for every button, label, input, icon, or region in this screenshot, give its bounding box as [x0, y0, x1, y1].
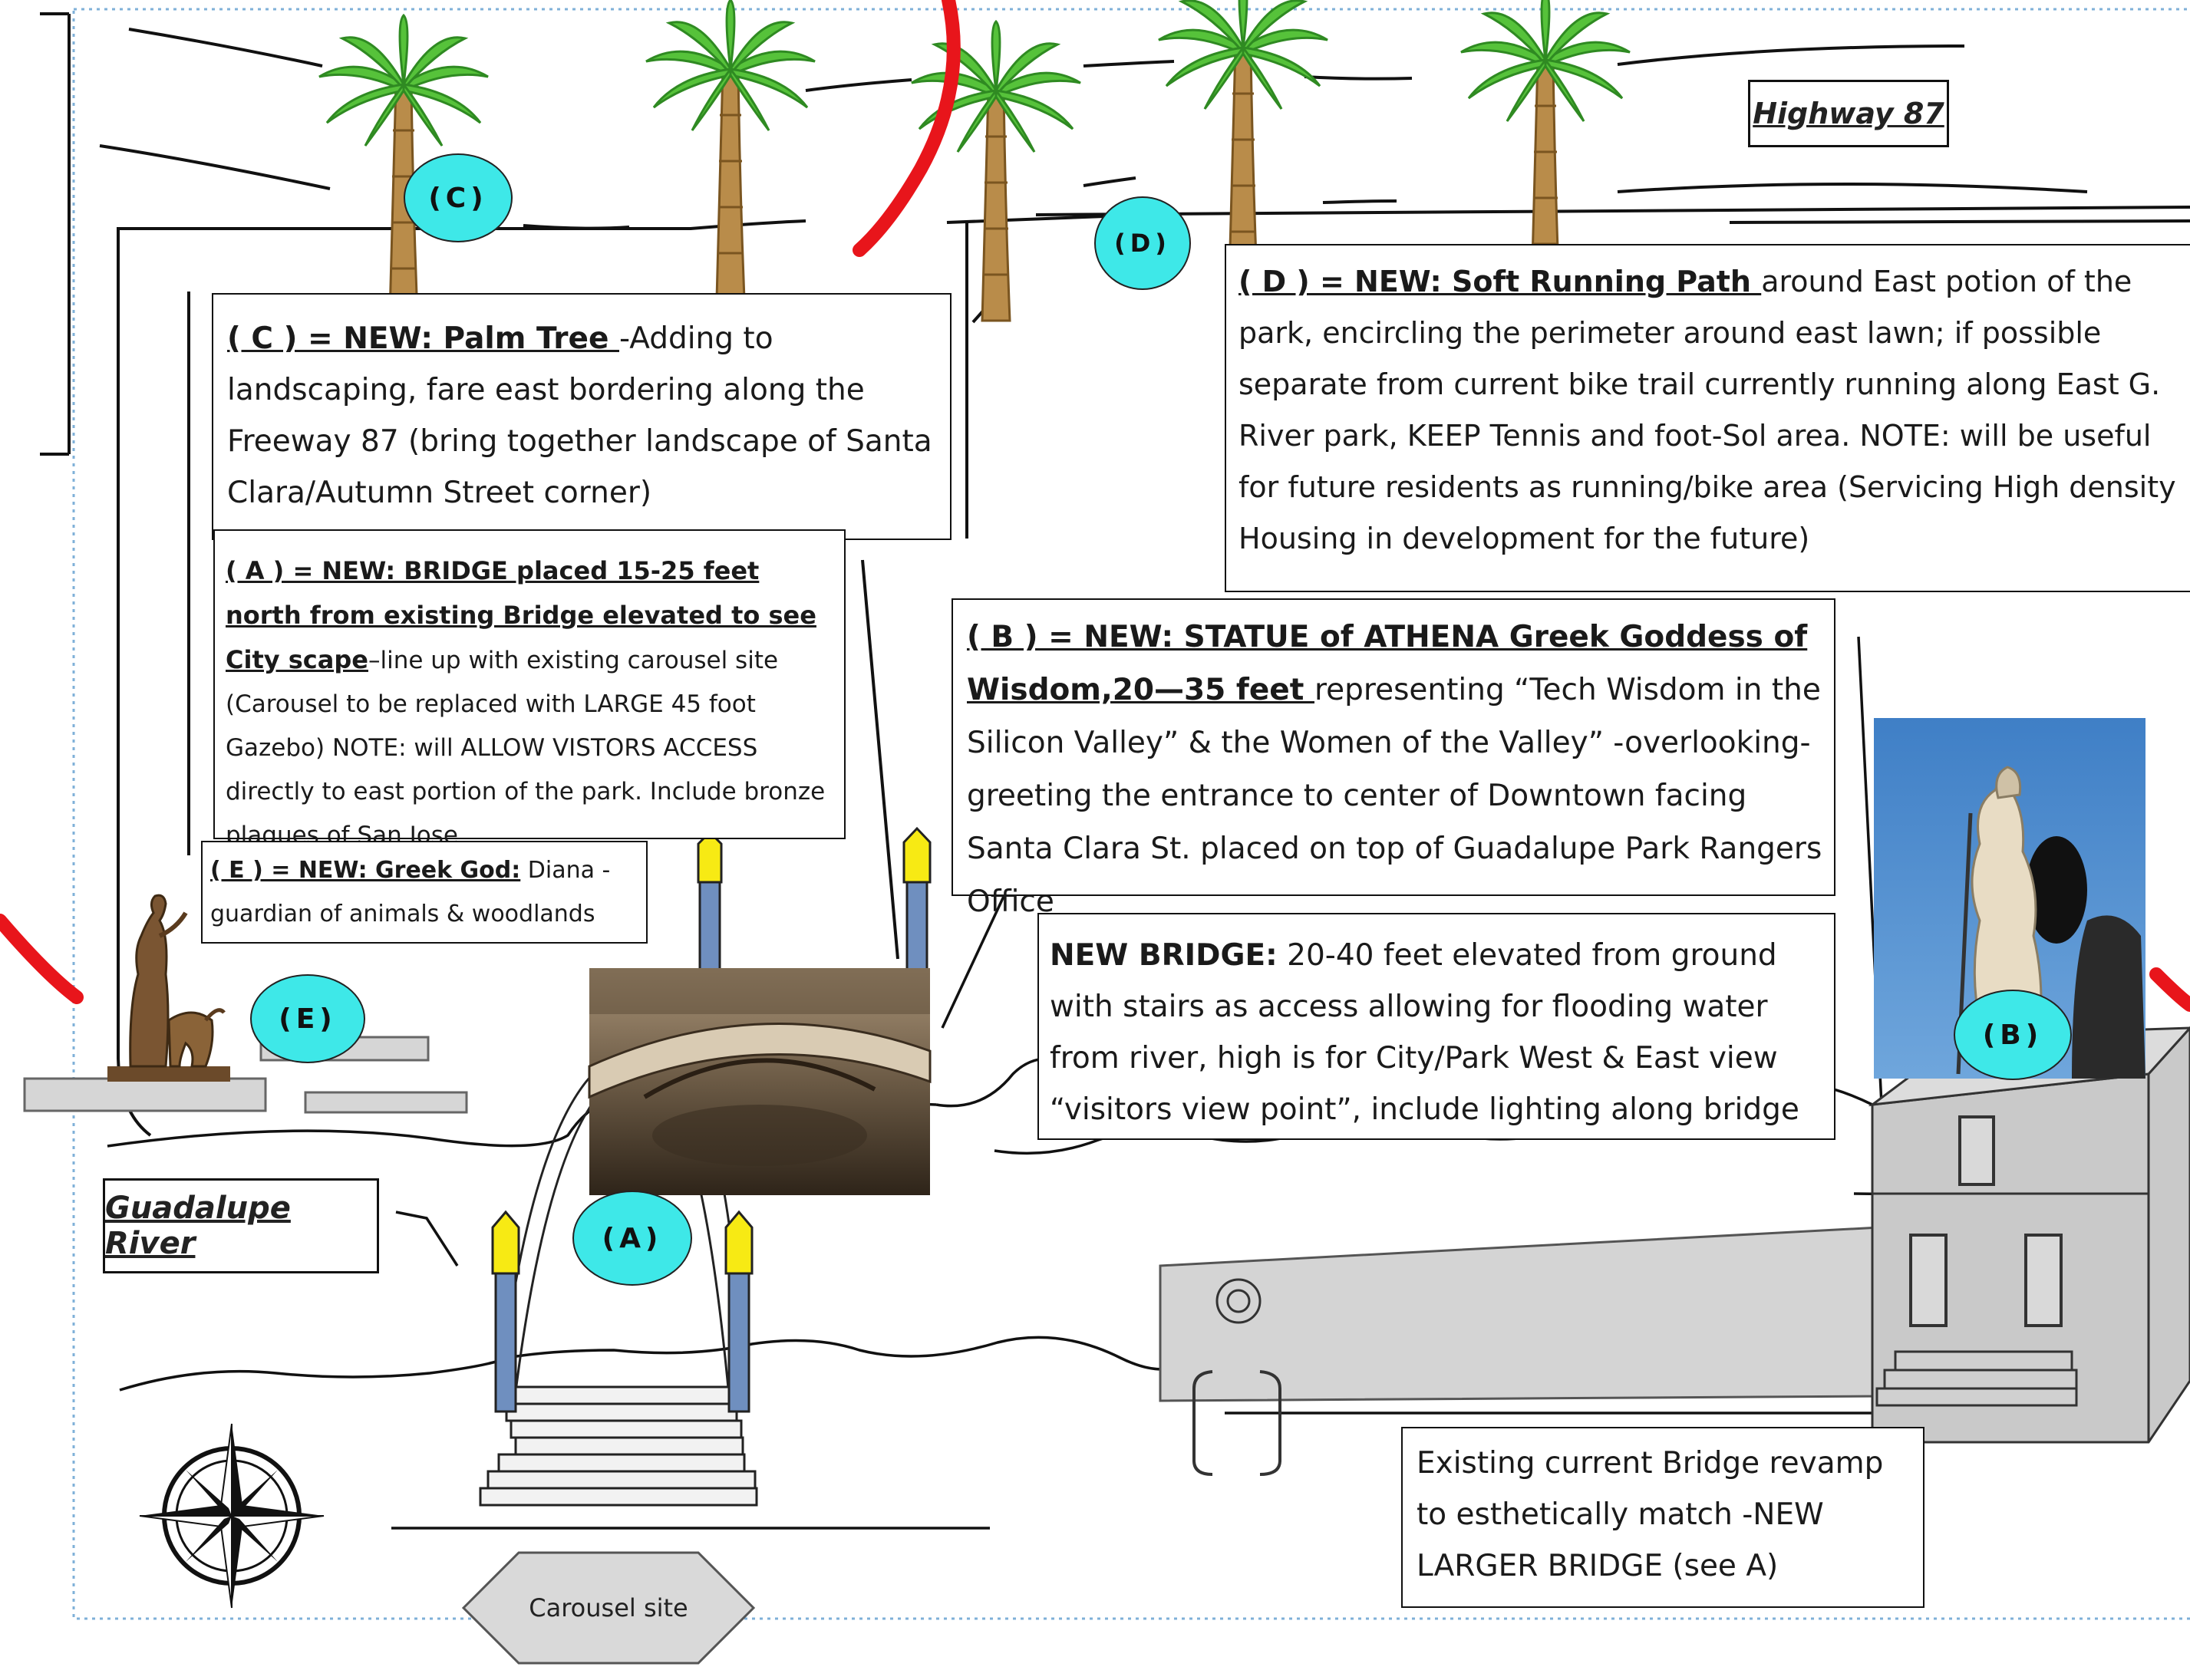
- highway-lines: [99, 28, 2190, 230]
- marker-d: (D): [1094, 196, 1191, 290]
- page-border: [72, 8, 2190, 1620]
- rangers-office-building: [1868, 1026, 2190, 1444]
- note-a-text: –line up with existing carousel site (Ca…: [226, 647, 826, 849]
- carousel-label: Carousel site: [529, 1593, 688, 1622]
- note-existing-text: Existing current Bridge revamp to esthet…: [1417, 1446, 1884, 1583]
- marker-a: (A): [572, 1191, 692, 1286]
- lamp-post-icon: [724, 1210, 754, 1413]
- stone-slabs: [23, 1036, 468, 1114]
- lamp-post-icon: [491, 1210, 520, 1413]
- note-new-bridge: NEW BRIDGE: 20-40 feet elevated from gro…: [1037, 913, 1835, 1140]
- marker-b: (B): [1954, 990, 2072, 1080]
- note-existing-bridge: Existing current Bridge revamp to esthet…: [1401, 1427, 1924, 1608]
- note-d-label: ( D ) = NEW: Soft Running Path: [1238, 265, 1762, 298]
- note-palm-tree: ( C ) = NEW: Palm Tree -Adding to landsc…: [212, 293, 952, 540]
- highway-label: Highway 87: [1748, 80, 1949, 147]
- bridge-a-structure: [479, 826, 932, 1507]
- note-bridge-label: NEW BRIDGE:: [1050, 938, 1278, 973]
- note-d-text: around East potion of the park, encircli…: [1238, 265, 2176, 555]
- bridge-photo-icon: [588, 968, 932, 1195]
- palm-tree-icon: [910, 20, 1082, 322]
- note-b-text: representing “Tech Wisdom in the Silicon…: [967, 673, 1822, 919]
- palm-tree-icon: [645, 0, 816, 301]
- note-a-label: ( A ) = NEW: BRIDGE placed 15-25 feet no…: [226, 556, 816, 674]
- note-b-label: ( B ) = NEW: STATUE of ATHENA Greek Godd…: [967, 620, 1808, 707]
- note-c-text: -Adding to landscaping, fare east border…: [227, 321, 932, 510]
- note-bridge-text: 20-40 feet elevated from ground with sta…: [1050, 938, 1799, 1127]
- note-greek-god: ( E ) = NEW: Greek God: Diana - guardian…: [201, 841, 648, 944]
- note-bridge-a: ( A ) = NEW: BRIDGE placed 15-25 feet no…: [213, 529, 846, 849]
- diana-statue-icon: [107, 894, 230, 1082]
- note-running-path: ( D ) = NEW: Soft Running Path around Ea…: [1225, 244, 2190, 592]
- left-bracket: [40, 12, 71, 456]
- note-e-text: Diana - guardian of animals & woodlands: [210, 857, 611, 927]
- marker-e: (E): [250, 974, 365, 1063]
- river-label: Guadalupe River: [103, 1178, 379, 1273]
- marker-c: (C): [404, 153, 513, 242]
- note-c-label: ( C ) = NEW: Palm Tree: [227, 321, 619, 356]
- note-e-label: ( E ) = NEW: Greek God:: [210, 857, 521, 884]
- compass-rose-icon: [139, 1423, 325, 1609]
- carousel-hexagon: [461, 1551, 756, 1665]
- note-athena-statue: ( B ) = NEW: STATUE of ATHENA Greek Godd…: [952, 598, 1835, 919]
